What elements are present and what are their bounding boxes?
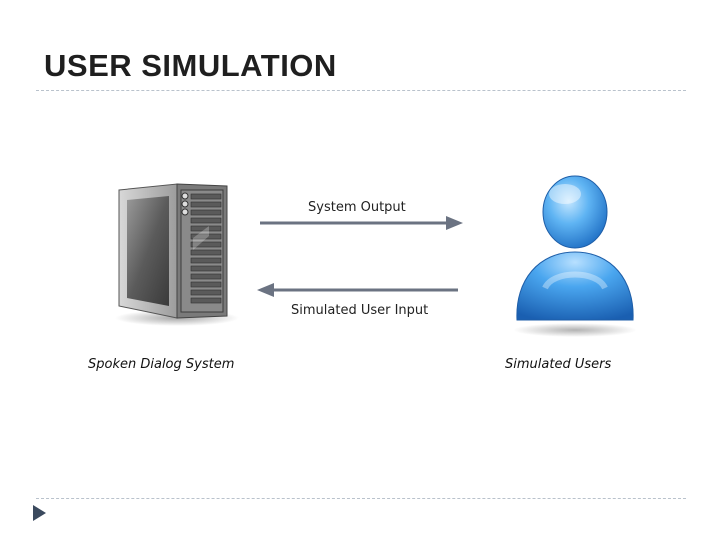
bottom-divider — [36, 498, 686, 499]
user-caption: Simulated Users — [505, 357, 612, 372]
system-output-label: System Output — [308, 200, 406, 215]
system-output-arrow — [260, 216, 463, 230]
slide-title: USER SIMULATION — [44, 48, 337, 83]
server-caption: Spoken Dialog System — [88, 357, 235, 372]
server-tower-icon — [115, 183, 239, 326]
top-divider — [36, 90, 686, 91]
triangle-bullet-icon — [33, 505, 46, 521]
user-silhouette-icon — [513, 175, 637, 337]
simulated-user-input-arrow — [257, 283, 458, 297]
simulated-user-input-label: Simulated User Input — [291, 303, 429, 318]
